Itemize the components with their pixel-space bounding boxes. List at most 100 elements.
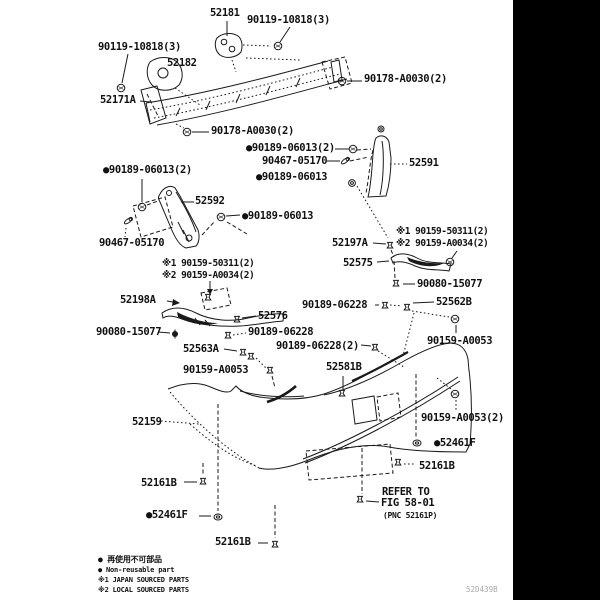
leader-line: [360, 344, 372, 347]
clip-icon: [271, 540, 279, 548]
license-plate-recess: [305, 443, 394, 481]
bracket-inner-line: [379, 140, 384, 196]
part-label-52182: 52182: [167, 57, 197, 69]
grommet-icon: [213, 513, 223, 521]
part-label-52161B-c: 52161B: [215, 536, 251, 548]
part-label-52563A: 52563A: [183, 343, 219, 355]
leader-line: [376, 260, 390, 263]
leader-line: [436, 377, 452, 390]
part-label-90189-06228x2: 90189-06228(2): [276, 340, 359, 352]
support-strip-shape: [390, 253, 452, 272]
part-label-90159-A0053-a: 90159-A0053: [427, 335, 493, 347]
bumper-lower-inner: [189, 423, 258, 467]
bumper-corner-garnish: [323, 342, 470, 396]
part-label-90189-06013-a: ●90189-06013: [256, 171, 328, 183]
clip-icon: [394, 458, 402, 466]
bar-hidden-line: [153, 73, 341, 119]
washer-icon: [348, 179, 356, 187]
support-52576-group: [157, 281, 405, 389]
screw-icon: [123, 216, 134, 226]
bar-hatch: [205, 100, 211, 111]
bracket-edge: [146, 93, 159, 117]
bracket-hatch: [182, 229, 190, 243]
leader-line: [231, 59, 237, 73]
leader-line: [121, 53, 129, 84]
leader-line: [146, 200, 159, 206]
arrowhead: [172, 299, 180, 306]
bumper-inner-lip: [239, 390, 305, 398]
bracket-inner-line: [175, 191, 197, 233]
strip-hatch: [194, 317, 201, 326]
bracket-hatch: [177, 221, 185, 235]
leader-line: [271, 375, 276, 389]
part-label-52591: 52591: [409, 157, 439, 169]
clip-icon: [247, 352, 255, 360]
bar-hatch: [175, 107, 181, 117]
bar-hatch: [265, 85, 271, 96]
clip-icon: [199, 477, 207, 485]
bracket-52591-shape: [367, 135, 392, 198]
leader-line: [389, 304, 403, 307]
end-bracket-shape: [146, 57, 183, 91]
leader-line: [157, 331, 171, 334]
screw-icon: [340, 156, 351, 166]
bolt-icon: [182, 127, 192, 137]
leader-line: [245, 57, 301, 61]
leader-line: [139, 100, 151, 103]
part-label-90159-A0034-b: ※2 90159-A0034(2): [162, 270, 255, 281]
leader-line: [349, 156, 370, 162]
bracket-hole: [228, 45, 236, 53]
bar-hatch: [295, 77, 301, 88]
part-label-90119-10818-a: 90119-10818(3): [247, 14, 330, 26]
part-label-52575: 52575: [343, 257, 373, 269]
clip-icon: [239, 348, 247, 356]
leader-line: [225, 214, 241, 217]
part-label-90189-06013-b: ●90189-06013: [242, 210, 314, 222]
clip-icon: [403, 303, 411, 311]
leader-line: [377, 350, 405, 368]
leader-line: [279, 26, 291, 43]
impact-bar-assembly: [116, 21, 362, 137]
bar-end: [145, 102, 151, 123]
clip-icon: [392, 279, 400, 287]
bumper-upper-sweep: [351, 351, 409, 383]
right-letterbox: [513, 0, 600, 600]
part-label-90159-A0053-b: 90159-A0053: [183, 364, 249, 376]
bracket-52171A-shape: [140, 85, 167, 125]
part-label-90189-06013x2-b: ●90189-06013(2): [103, 164, 192, 176]
leader-line: [402, 312, 415, 357]
part-label-52159: 52159: [132, 416, 162, 428]
grommet-icon: [412, 439, 422, 447]
part-label-52198A: 52198A: [120, 294, 156, 306]
bolt-icon: [450, 389, 460, 399]
refer-note-line1: REFER TO: [382, 486, 430, 498]
part-label-52161B-b: 52161B: [141, 477, 177, 489]
clip-icon: [204, 293, 212, 301]
bumper-right-bottom-edge: [258, 369, 472, 470]
leader-line: [241, 315, 257, 319]
part-label-90189-06228-b: 90189-06228: [248, 326, 314, 338]
leader-line: [365, 500, 380, 503]
bracket-52592-shape: [158, 185, 200, 249]
bolt-icon: [273, 41, 283, 51]
leader-line: [356, 185, 389, 239]
part-label-90080-15077-b: 90080-15077: [96, 326, 162, 338]
bracket-hole: [166, 190, 172, 196]
refer-note-line2: FIG 58-01: [381, 497, 435, 509]
leader-line: [174, 87, 201, 106]
legend-non-reusable-jp: ● 再使用不可部品: [98, 555, 162, 564]
bracket-hole: [157, 67, 169, 79]
bumper-shoulder-line: [266, 385, 297, 404]
leader-line: [175, 123, 185, 129]
clip-icon: [386, 241, 394, 249]
legend-non-reusable-en: ● Non-reusable part: [98, 566, 175, 574]
retainer-52562b-group: [375, 301, 460, 357]
figure-code: 52D439B: [466, 585, 498, 594]
bolt-icon: [171, 329, 179, 339]
clip-icon: [224, 331, 232, 339]
nut-icon: [377, 125, 385, 133]
part-label-52461F-b: ●52461F: [146, 509, 188, 521]
part-label-52171A: 52171A: [100, 94, 136, 106]
